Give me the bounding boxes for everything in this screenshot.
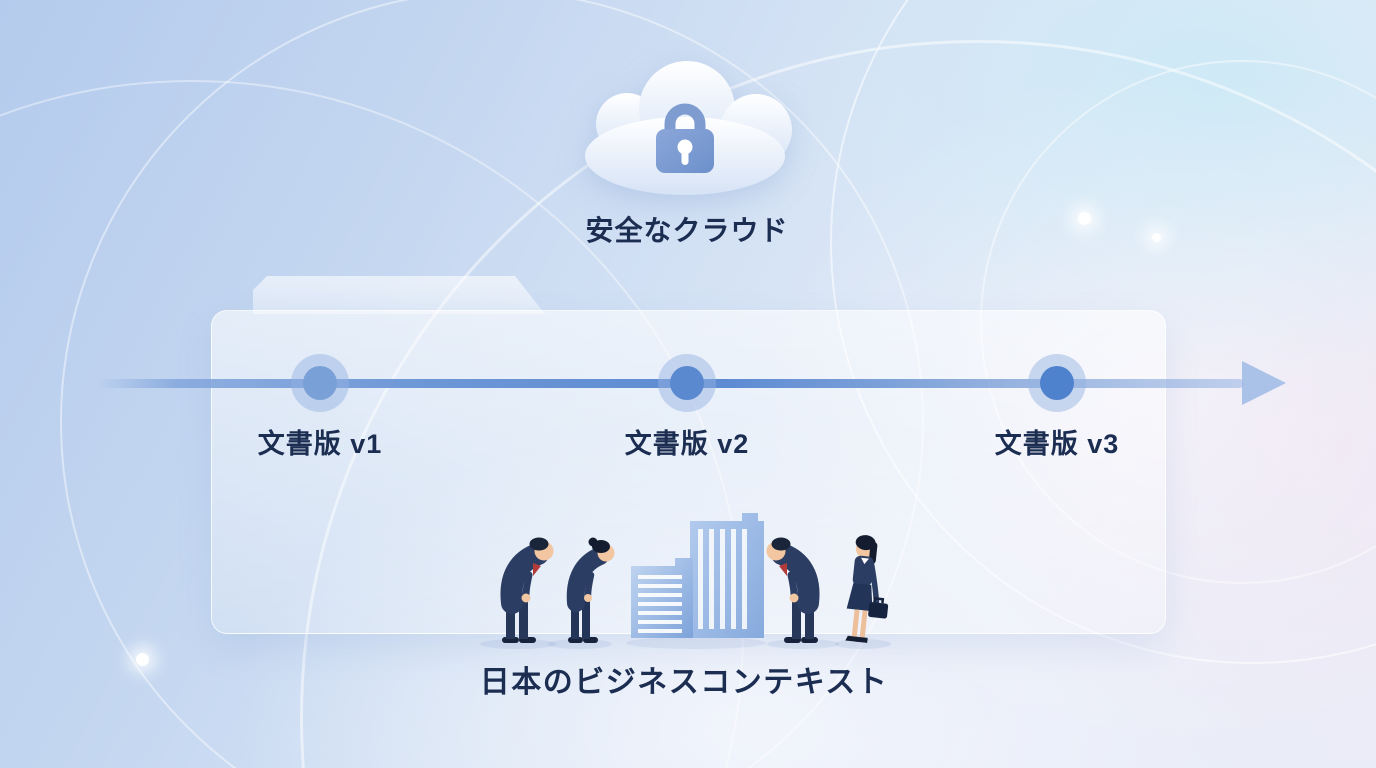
- timeline-label-v3: 文書版 v3: [994, 429, 1120, 459]
- timeline-node-v1: [291, 354, 349, 412]
- timeline-label-v1: 文書版 v1: [257, 429, 383, 459]
- timeline-node-core: [303, 366, 337, 400]
- businesswoman-briefcase-icon: [845, 535, 889, 643]
- business-context-label: 日本のビジネスコンテキスト: [479, 666, 889, 699]
- timeline-node-core: [1040, 366, 1074, 400]
- timeline-arrow-icon: [1242, 361, 1286, 405]
- folder-tab: [253, 276, 545, 314]
- cloud-shape: [585, 61, 792, 195]
- timeline-node-v3: [1028, 354, 1086, 412]
- glow-dot: [1078, 212, 1091, 225]
- bowing-businessman-icon: [766, 537, 820, 643]
- bowing-businesswoman-icon: [566, 537, 615, 643]
- cloud-lock-icon: [560, 52, 810, 202]
- bowing-businessman-icon: [500, 537, 554, 643]
- office-buildings-icon: [631, 513, 764, 638]
- cloud-label: 安全なクラウド: [585, 215, 789, 246]
- timeline-label-v2: 文書版 v2: [624, 429, 750, 459]
- glow-dot: [136, 653, 149, 666]
- lock-icon: [656, 103, 714, 173]
- glow-dot: [1152, 233, 1161, 242]
- timeline-node-core: [670, 366, 704, 400]
- timeline-node-v2: [658, 354, 716, 412]
- business-context-illustration: [478, 503, 893, 651]
